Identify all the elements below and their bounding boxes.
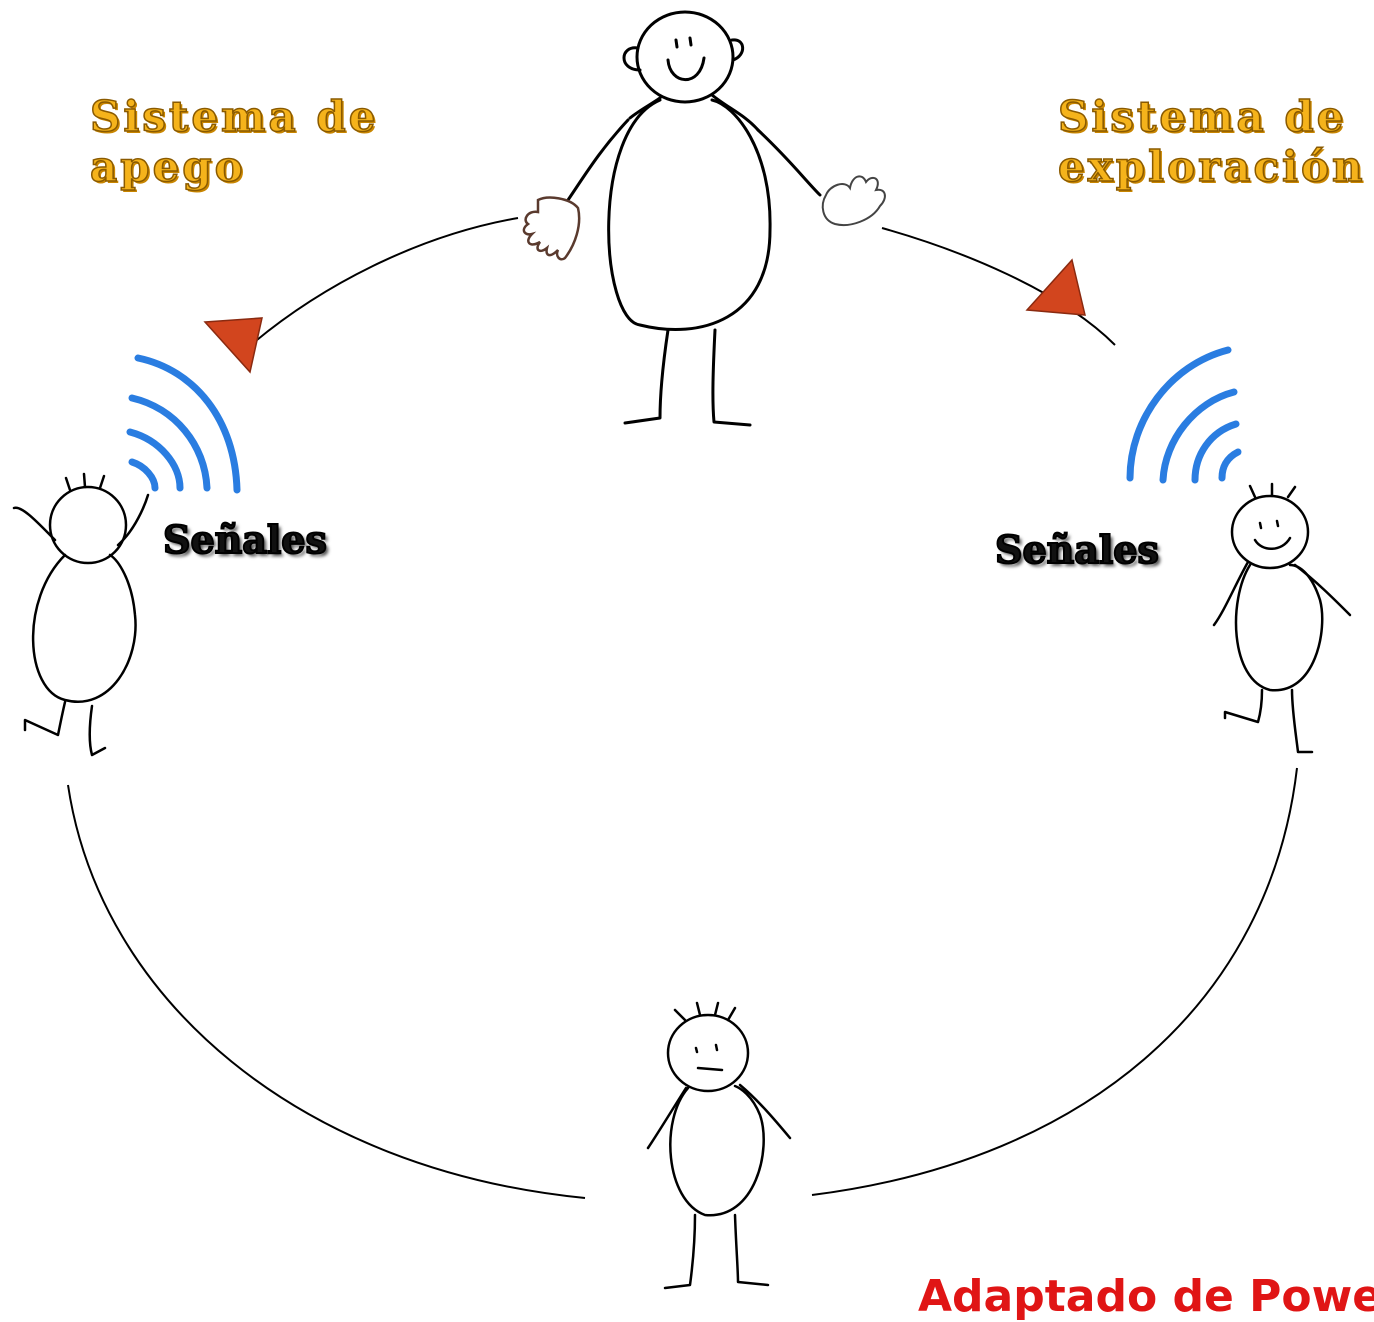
signal-waves-right [1126, 346, 1242, 484]
exploration-system-label: Sistema de exploración [1057, 91, 1366, 192]
child-figure-arms-up [12, 472, 150, 757]
child-figure-smiling [1212, 482, 1352, 754]
attachment-system-label: Sistema de apego [89, 91, 379, 192]
top-right-arc [881, 227, 1116, 346]
bottom-left-arc [67, 784, 586, 1199]
signals-right-label: Señales [994, 527, 1160, 573]
right-hand-icon [821, 175, 886, 226]
circle-of-security-diagram [12, 10, 1352, 1290]
exploration-label-line1: Sistema de [1057, 91, 1347, 142]
arrow-right-icon [1025, 258, 1086, 316]
child-figure-sad [646, 1001, 792, 1290]
signal-waves-left [126, 354, 241, 494]
arrow-left-icon [203, 317, 263, 374]
bottom-right-arc [811, 767, 1298, 1196]
attachment-label-line2: apego [89, 141, 246, 192]
signals-left-label: Señales [162, 517, 328, 563]
attachment-label-line1: Sistema de [89, 91, 379, 142]
caregiver-figure [566, 10, 822, 427]
top-left-arc [244, 217, 519, 351]
left-hand-icon [522, 196, 581, 261]
credit-label: Adaptado de Powell [918, 1271, 1374, 1322]
exploration-label-line2: exploración [1057, 141, 1366, 192]
